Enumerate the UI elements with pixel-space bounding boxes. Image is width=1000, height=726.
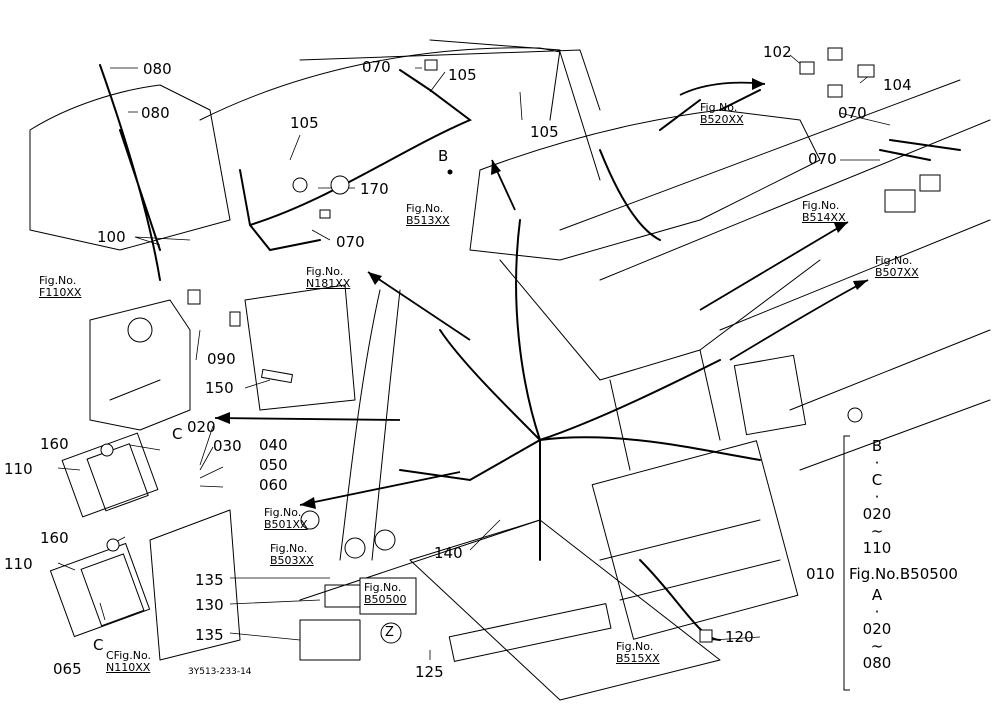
part-050: 050 (259, 456, 288, 474)
fig-ref-b514[interactable]: Fig.No.B514XX (802, 199, 846, 224)
arrow-to-f110 (214, 417, 401, 421)
arrow-to-b507 (729, 279, 869, 361)
harness-wire-top-left (99, 64, 161, 281)
harness-wire-right-top (879, 139, 961, 161)
part-140: 140 (434, 544, 463, 562)
key-main-ref[interactable]: Fig.No.B50500 (849, 565, 958, 583)
part-130: 130 (195, 596, 224, 614)
cab-outline (29, 47, 601, 251)
part-125: 125 (415, 663, 444, 681)
fig-ref-b503[interactable]: Fig.No.B503XX (270, 542, 314, 567)
part-c-b: C (93, 636, 104, 654)
key-top-group: B · C · 020 ~ 110 (862, 437, 892, 557)
part-110-b: 110 (4, 555, 33, 573)
part-110-a: 110 (4, 460, 33, 478)
fig-ref-b501[interactable]: Fig.No.B501XX (264, 506, 308, 531)
part-080-b: 080 (141, 104, 170, 122)
fig-ref-b50500[interactable]: Fig.No.B50500 (364, 581, 407, 606)
part-c-a: C (172, 425, 183, 443)
part-020: 020 (187, 418, 216, 436)
arrow-to-b501 (299, 471, 461, 506)
dashboard-outline (469, 109, 821, 261)
part-104: 104 (883, 76, 912, 94)
fuse-box-1 (61, 432, 159, 518)
part-065: 065 (53, 660, 82, 678)
arrow-to-n181 (367, 271, 471, 341)
part-070-a: 070 (362, 58, 391, 76)
part-040: 040 (259, 436, 288, 454)
drawing-code: 3Y513-233-14 (188, 667, 252, 677)
fig-ref-n110[interactable]: CFig.No.N110XX (106, 649, 152, 674)
key-main-number: 010 (806, 565, 835, 583)
part-120: 120 (725, 628, 754, 646)
part-030: 030 (213, 437, 242, 455)
part-135-b: 135 (195, 626, 224, 644)
part-135-a: 135 (195, 571, 224, 589)
part-170: 170 (360, 180, 389, 198)
controller-box (591, 440, 799, 640)
part-100: 100 (97, 228, 126, 246)
part-z: Z (385, 625, 394, 640)
bracket-f110 (89, 299, 191, 431)
part-060: 060 (259, 476, 288, 494)
part-070-c: 070 (838, 104, 867, 122)
part-150: 150 (205, 379, 234, 397)
part-105-b: 105 (290, 114, 319, 132)
key-bottom-group: A · 020 ~ 080 (862, 586, 892, 672)
harness-wire-roof (249, 69, 472, 226)
part-160-a: 160 (40, 435, 69, 453)
fig-ref-b515[interactable]: Fig.No.B515XX (616, 640, 660, 665)
part-b: B (438, 147, 449, 165)
part-160-b: 160 (40, 529, 69, 547)
fig-ref-b507[interactable]: Fig.No.B507XX (875, 254, 919, 279)
part-070-d: 070 (808, 150, 837, 168)
part-105-a: 105 (448, 66, 477, 84)
fig-b50500-box (359, 577, 417, 615)
fig-ref-b520[interactable]: Fig.No.B520XX (700, 101, 744, 126)
bracket-n110 (149, 509, 241, 661)
panel-n181 (244, 284, 356, 411)
part-102: 102 (763, 43, 792, 61)
fig-ref-b513[interactable]: Fig.No.B513XX (406, 202, 450, 227)
harness-wire-main (439, 219, 721, 441)
part-080-a: 080 (143, 60, 172, 78)
right-bracket (843, 435, 850, 691)
fig-ref-f110[interactable]: Fig.No.F110XX (39, 274, 82, 299)
fig-ref-n181[interactable]: Fig.No.N181XX (306, 265, 351, 290)
part-105-c: 105 (530, 123, 559, 141)
part-070-b: 070 (336, 233, 365, 251)
fuse-box-2 (49, 542, 151, 638)
arrow-to-b514 (699, 221, 849, 311)
z-circle (380, 622, 402, 644)
part-090: 090 (207, 350, 236, 368)
